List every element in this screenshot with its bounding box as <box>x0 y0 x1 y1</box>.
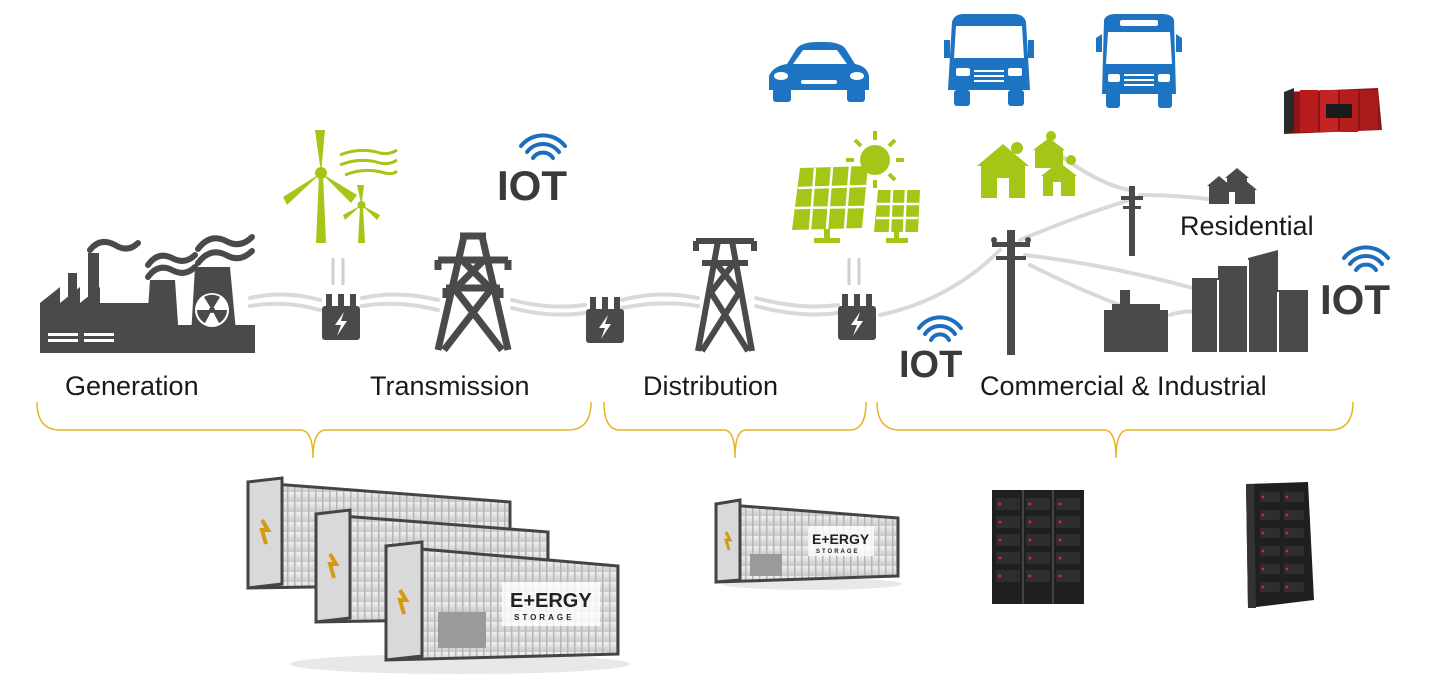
bracket-commercial <box>876 401 1354 459</box>
iot-icon: IOT <box>497 133 567 209</box>
iot-label: IOT <box>1320 276 1390 323</box>
container-icon: E+ERGY STORAGE <box>246 476 630 674</box>
factory-icon <box>1104 290 1168 352</box>
iot-label: IOT <box>899 344 962 386</box>
bracket-distribution <box>603 401 867 459</box>
house-icon <box>1207 168 1257 204</box>
battery-rack-icon <box>1246 482 1314 608</box>
transformer-icon <box>586 297 624 343</box>
segment-label-distribution: Distribution <box>643 371 779 401</box>
storage-brand-sub: STORAGE <box>514 613 574 622</box>
storage-brand-sub: STORAGE <box>816 549 860 555</box>
nuclear-icon <box>195 293 229 327</box>
iot-icon: IOT <box>899 315 963 386</box>
iot-label: IOT <box>497 162 567 209</box>
transmission-tower-icon <box>434 232 512 353</box>
utility-pole-icon <box>991 230 1031 355</box>
utility-pole-icon <box>1121 186 1143 256</box>
storage-brand-name: E+ERGY <box>510 590 592 612</box>
house-icon <box>977 131 1077 198</box>
segment-label-residential: Residential <box>1180 211 1314 241</box>
buildings-icon <box>1192 250 1308 352</box>
transformer-icon <box>838 294 876 340</box>
segment-label-generation: Generation <box>65 371 199 401</box>
car-icon <box>769 42 869 102</box>
bracket-generation-transmission <box>36 401 592 459</box>
solar-panel-icon <box>792 131 920 243</box>
factory-icon <box>40 234 255 353</box>
battery-rack-icon <box>992 490 1084 604</box>
container-icon: E+ERGY STORAGE <box>714 498 902 590</box>
truck-icon <box>944 14 1034 106</box>
storage-brand-name: E+ERGY <box>812 531 870 547</box>
wind-turbine-icon <box>283 130 399 243</box>
transmission-tower-icon <box>693 238 757 353</box>
bus-icon <box>1096 14 1182 108</box>
segment-label-transmission: Transmission <box>370 371 530 401</box>
battery-rack-icon <box>1284 88 1382 134</box>
segment-label-commercial: Commercial & Industrial <box>980 371 1267 401</box>
transformer-icon <box>322 294 360 340</box>
iot-icon: IOT <box>1320 245 1390 323</box>
